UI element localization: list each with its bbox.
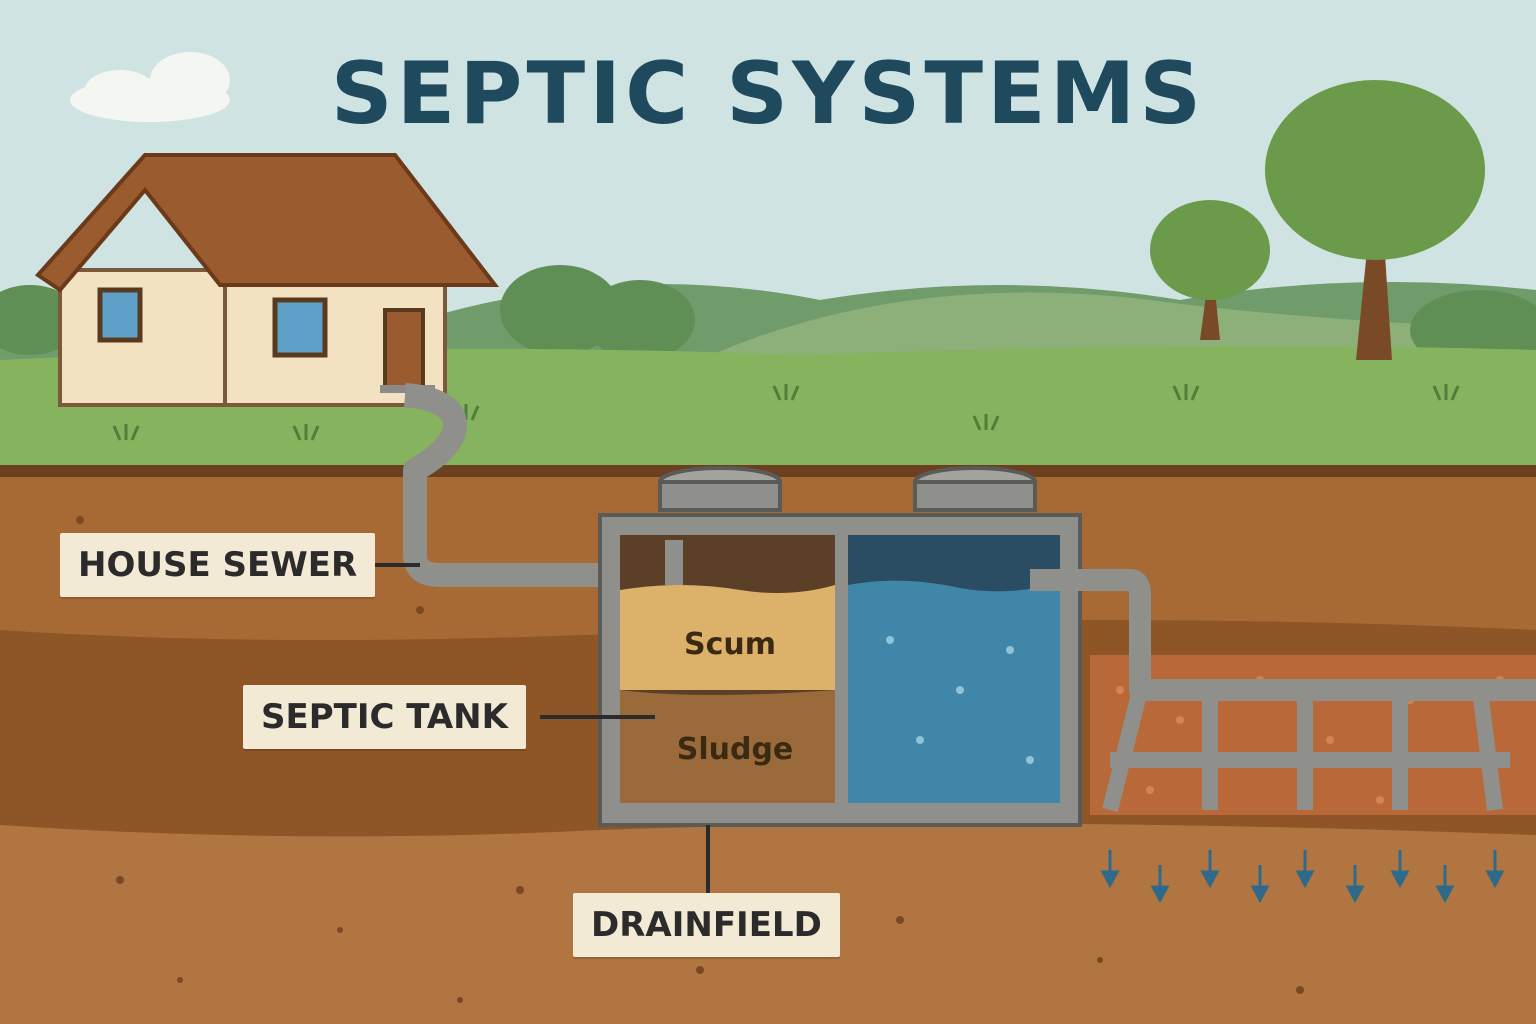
water-layer (848, 580, 1060, 803)
label-septic-tank: SEPTIC TANK (243, 685, 526, 749)
page-title: SEPTIC SYSTEMS (330, 44, 1206, 144)
sludge-layer (620, 690, 835, 803)
house (34, 153, 500, 407)
cloud-left (70, 52, 230, 122)
label-drainfield: DRAINFIELD (573, 893, 840, 957)
septic-tank (598, 466, 1082, 827)
scum-layer (620, 585, 835, 690)
label-house-sewer: HOUSE SEWER (60, 533, 376, 597)
scum-label: Scum (683, 627, 776, 662)
distribution-pipes (1102, 688, 1510, 812)
house-sewer-pipe (403, 383, 657, 610)
ground-line (0, 465, 1536, 477)
leader-lines (368, 563, 710, 895)
outlet-pipe (1030, 569, 1536, 701)
tree-large (1265, 80, 1485, 360)
drain-arrows (1100, 850, 1505, 904)
sludge-label: Sludge (676, 732, 794, 767)
grass-tufts (112, 384, 1460, 441)
bubbles (886, 636, 1034, 764)
tree-small (1150, 200, 1270, 340)
